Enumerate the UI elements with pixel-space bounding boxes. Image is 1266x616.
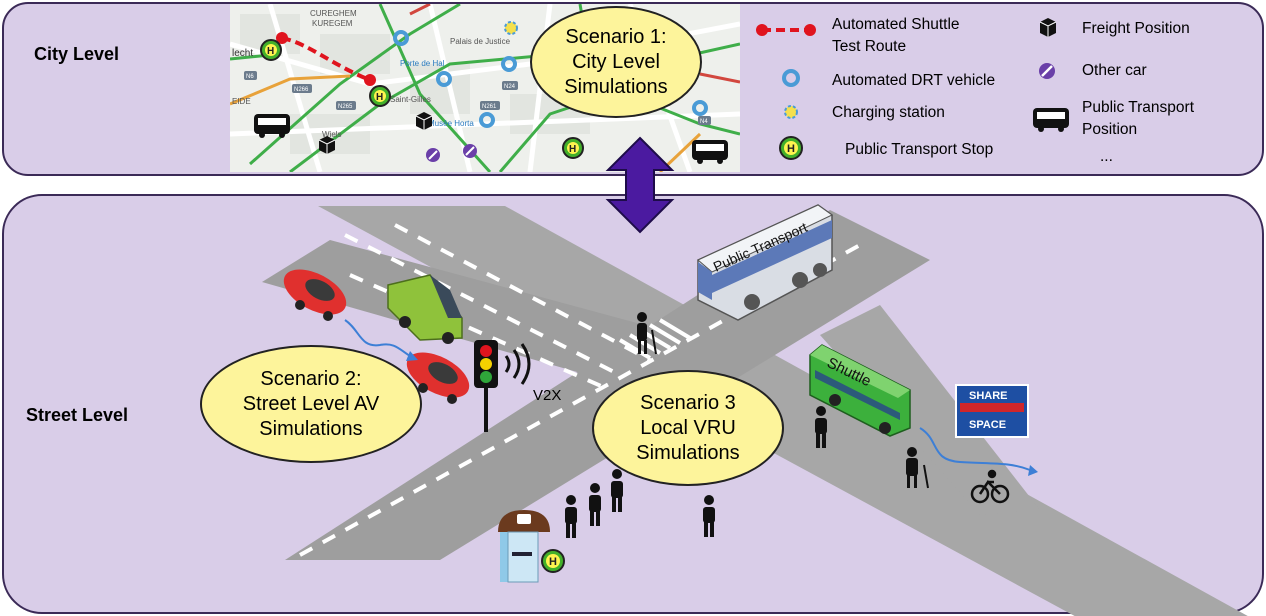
map-label-echt: lecht (232, 48, 253, 59)
legend-route-icon (756, 24, 816, 36)
map-freight-icon (415, 112, 433, 130)
legend-drt-label: Automated DRT vehicle (832, 72, 996, 89)
cyclist-icon (970, 469, 1010, 504)
legend-freight-icon (1039, 18, 1057, 37)
scenario-3-ellipse: Scenario 3 Local VRU Simulations (592, 370, 784, 486)
map-route-end (364, 74, 376, 86)
map-pt-stop-icon: H (369, 85, 391, 107)
map-label-ide: EIDE (232, 97, 251, 106)
map-label-district2: KUREGEM (312, 19, 353, 28)
legend-freight-label: Freight Position (1082, 20, 1190, 37)
legend-icons: H (756, 18, 1069, 160)
bus-shelter-icon (498, 510, 550, 583)
elderly-pedestrian-icon (637, 312, 657, 355)
red-car-1-icon (283, 269, 347, 321)
map-label-horta: Musée Horta (428, 119, 474, 128)
map-other-car-icon (426, 148, 440, 162)
legend-other-car-label: Other car (1082, 62, 1147, 79)
scenario-1-ellipse: Scenario 1: City Level Simulations (530, 6, 702, 118)
city-street-link-arrow (605, 136, 675, 234)
street-pt-stop-icon: H (541, 549, 565, 573)
city-level-label: City Level (34, 44, 120, 64)
street-pt-stop-letter: H (549, 556, 557, 568)
map-drt-icon (692, 100, 708, 116)
map-pt-stop-icon: H (260, 39, 282, 61)
map-charging-icon (504, 21, 518, 35)
pedestrian-icon (703, 495, 715, 537)
cyclist-trajectory-arrow (919, 427, 1031, 471)
car-trajectory-arrow (344, 319, 411, 357)
map-other-car-icon (463, 144, 477, 158)
legend-charging-label: Charging station (832, 104, 945, 121)
legend-pt-stop-label: Public Transport Stop (845, 141, 994, 158)
map-road-n24: N24 (504, 84, 516, 90)
map-road-n265: N265 (338, 104, 353, 110)
map-bus-icon (692, 140, 728, 164)
map-shuttle-route (281, 36, 371, 82)
street-scene: V2X Public Transport Shuttle SHARE SPACE (262, 136, 1248, 616)
map-road-n261: N261 (482, 104, 497, 110)
side-road-left (262, 240, 700, 390)
green-van-icon (387, 274, 463, 344)
share-space-sign-icon: SHARE SPACE (955, 384, 1029, 438)
v2x-signal-icon (504, 343, 531, 385)
map-label-porte: Porte de Hal (400, 59, 445, 68)
elderly-pedestrian-icon (906, 447, 929, 489)
svg-text:H: H (267, 46, 274, 57)
public-transport-bus-icon: Public Transport (697, 204, 833, 321)
legend-route-label: Automated Shuttle Test Route (832, 16, 960, 55)
scenario-3-text: Scenario 3 Local VRU Simulations (636, 391, 740, 464)
map-drt-icon (501, 56, 517, 72)
street-level-label: Street Level (26, 405, 129, 425)
map-label-st-gilles: Saint-Gilles (390, 95, 431, 104)
map-road-n266: N266 (294, 87, 309, 93)
map-route-start (276, 32, 288, 44)
legend-bus-icon (1033, 108, 1069, 132)
map-drt-icon (393, 30, 409, 46)
v2x-label: V2X (533, 387, 561, 404)
map-label-district1: CUREGHEM (310, 9, 357, 18)
space-label: SPACE (969, 419, 1006, 431)
pedestrian-group-icon (565, 469, 623, 538)
map-label-wiels: Wiels (322, 130, 342, 139)
map-pt-stop-icon: H (562, 137, 584, 159)
map-road-n4: N4 (700, 119, 708, 125)
map-bus-icon (254, 114, 290, 138)
map-label-justice: Palais de Justice (450, 37, 511, 46)
scenario-2-ellipse: Scenario 2: Street Level AV Simulations (200, 345, 422, 463)
legend-other-car-icon (1039, 63, 1055, 79)
map-drt-icon (479, 112, 495, 128)
map-road-n6: N6 (246, 74, 254, 80)
svg-text:H: H (569, 144, 576, 155)
map-freight-icon (318, 136, 336, 154)
scenario-1-text: Scenario 1: City Level Simulations (564, 25, 668, 98)
svg-text:H: H (787, 143, 795, 155)
share-label: SHARE (969, 390, 1008, 402)
legend-pt-stop-icon: H (779, 136, 803, 160)
svg-text:H: H (376, 92, 383, 103)
traffic-light-icon (474, 340, 498, 432)
scenario-2-text: Scenario 2: Street Level AV Simulations (242, 367, 380, 440)
pedestrian-icon (815, 406, 827, 448)
legend-pt-position-label: Public Transport Position (1082, 99, 1194, 138)
legend-charging-icon (784, 105, 798, 119)
red-car-2-icon (406, 352, 470, 404)
legend-ellipsis: ... (1100, 148, 1113, 165)
legend-drt-icon (782, 69, 800, 87)
map-drt-icon (436, 71, 452, 87)
